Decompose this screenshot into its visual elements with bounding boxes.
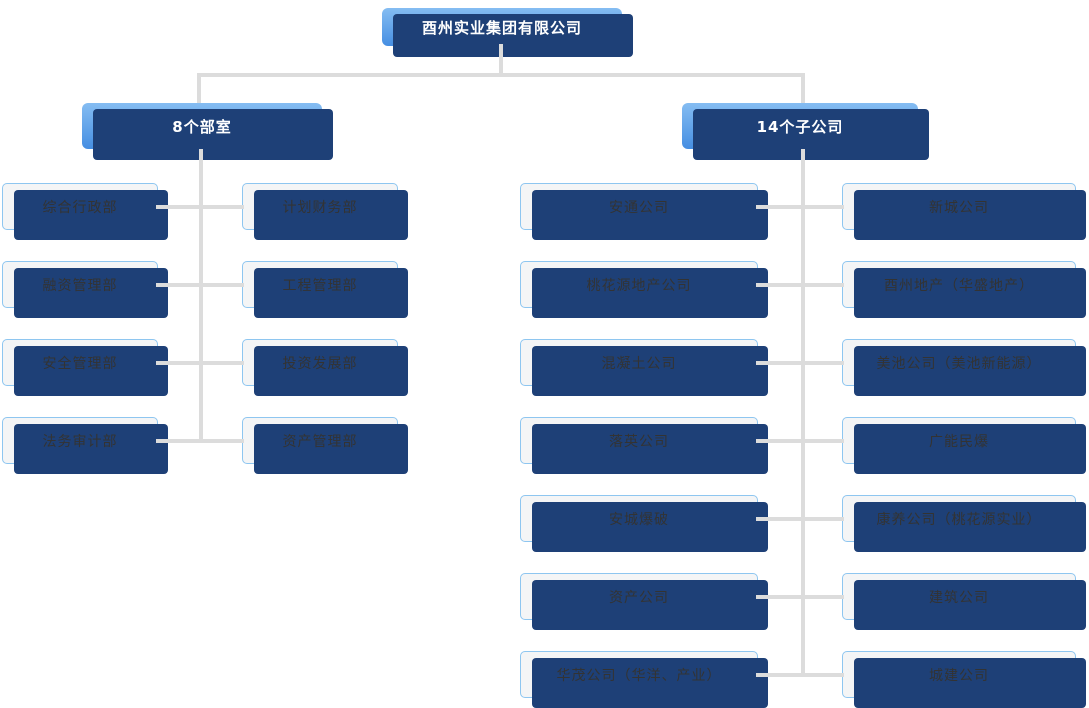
branch-subsidiaries-node: 14个子公司 (682, 103, 929, 160)
connector-line (197, 73, 805, 77)
connector-line (801, 73, 805, 103)
company-node: 建筑公司 (842, 573, 1086, 630)
branch-departments-node: 8个部室 (82, 103, 333, 160)
dept-node: 计划财务部 (242, 183, 408, 240)
company-node: 桃花源地产公司 (520, 261, 768, 318)
connector-line (756, 361, 844, 365)
company-node: 酉州地产（华盛地产） (842, 261, 1086, 318)
connector-line (156, 205, 244, 209)
company-node: 安通公司 (520, 183, 768, 240)
org-root-node: 酉州实业集团有限公司 (382, 8, 633, 57)
company-node: 华茂公司（华洋、产业） (520, 651, 768, 708)
company-node: 安城爆破 (520, 495, 768, 552)
connector-line (156, 283, 244, 287)
connector-line (756, 595, 844, 599)
company-node: 落英公司 (520, 417, 768, 474)
connector-line (756, 439, 844, 443)
connector-line (756, 517, 844, 521)
dept-node: 工程管理部 (242, 261, 408, 318)
dept-node: 综合行政部 (2, 183, 168, 240)
company-node: 城建公司 (842, 651, 1086, 708)
connector-line (756, 283, 844, 287)
company-node: 资产公司 (520, 573, 768, 630)
connector-line (156, 439, 244, 443)
connector-line (199, 149, 203, 443)
company-node: 广能民爆 (842, 417, 1086, 474)
company-node: 混凝土公司 (520, 339, 768, 396)
connector-line (801, 149, 805, 677)
connector-line (197, 73, 201, 103)
company-node: 康养公司（桃花源实业） (842, 495, 1086, 552)
dept-node: 投资发展部 (242, 339, 408, 396)
connector-line (156, 361, 244, 365)
dept-node: 融资管理部 (2, 261, 168, 318)
connector-line (756, 673, 844, 677)
company-node: 美池公司（美池新能源） (842, 339, 1086, 396)
dept-node: 资产管理部 (242, 417, 408, 474)
connector-line (499, 44, 503, 77)
dept-node: 法务审计部 (2, 417, 168, 474)
connector-line (756, 205, 844, 209)
company-node: 新城公司 (842, 183, 1086, 240)
dept-node: 安全管理部 (2, 339, 168, 396)
